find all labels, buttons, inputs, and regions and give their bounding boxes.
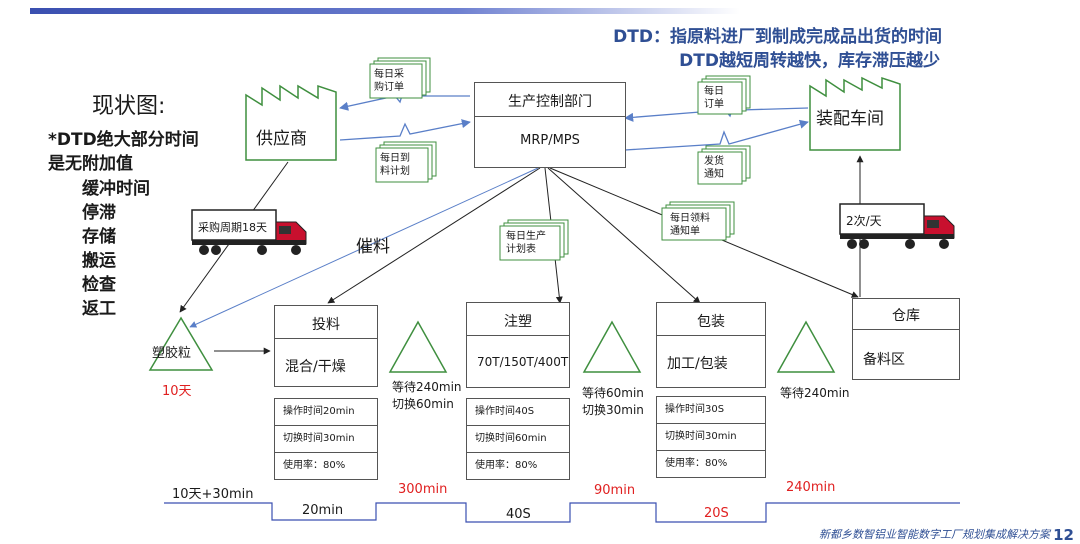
- process-feeding-body: 混合/干燥: [285, 359, 346, 375]
- notes-list: 缓冲时间 停滞 存储 搬运 检查 返工: [82, 177, 150, 321]
- doc-production-plan-label: 每日生产 计划表: [506, 231, 546, 255]
- timeline-start: 10天+30min: [172, 487, 254, 502]
- table-row: 切换时间30min: [275, 426, 377, 453]
- table-row: 使用率：80%: [475, 460, 538, 471]
- flow-supplier-to-control: [339, 119, 471, 141]
- raw-material-days: 10天: [162, 384, 192, 399]
- inventory-triangle-2: [582, 320, 642, 373]
- top-accent-bar: [30, 8, 740, 14]
- process-packing-title: 包装: [697, 314, 725, 330]
- process-molding-title: 注塑: [504, 314, 532, 330]
- box-divider: [475, 116, 625, 117]
- doc-ship-notice-label: 发货 通知: [704, 156, 724, 180]
- process-packing-body: 加工/包装: [667, 356, 728, 372]
- supplier-label: 供应商: [256, 129, 307, 149]
- inventory-triangle-3: [776, 320, 836, 373]
- box-divider: [657, 335, 765, 336]
- doc-arrival-plan-shape: [375, 141, 437, 183]
- arrow-control-to-packing: [547, 167, 701, 304]
- table-row: 切换时间60min: [467, 426, 569, 453]
- table-row: 使用率：80%: [665, 458, 728, 469]
- table-row: 操作时间20min: [275, 399, 377, 426]
- wait-2-line2: 切换30min: [582, 403, 644, 417]
- warehouse-box: 仓库 备料区: [852, 298, 960, 380]
- page-number: 12: [1053, 526, 1074, 544]
- wait-1-line1: 等待240min: [392, 380, 462, 394]
- timeline-t6: 240min: [786, 480, 836, 495]
- timeline-t4: 90min: [594, 483, 636, 498]
- truck-left-shape: [191, 209, 307, 255]
- process-molding-body: 70T/150T/400T: [477, 355, 569, 369]
- box-divider: [467, 335, 569, 336]
- note-item: 存储: [82, 227, 116, 247]
- production-control-body: MRP/MPS: [520, 133, 580, 148]
- warehouse-title: 仓库: [892, 308, 920, 324]
- warehouse-body: 备料区: [863, 352, 905, 368]
- production-control-box: 生产控制部门 MRP/MPS: [474, 82, 626, 168]
- raw-material-triangle: [148, 316, 214, 371]
- process-molding-table: 操作时间40S 切换时间60min 使用率：80%: [466, 398, 570, 480]
- arrow-urge-material: [189, 167, 539, 328]
- flow-control-to-assembly: [624, 119, 809, 151]
- doc-purchase-order-shape: [369, 57, 431, 99]
- notes-heading-2: 是无附加值: [48, 154, 133, 174]
- process-molding-box: 注塑 70T/150T/400T: [466, 302, 570, 388]
- timeline-t1: 20min: [302, 503, 344, 518]
- truck-left-label: 采购周期18天: [198, 221, 267, 234]
- notes-heading-1: *DTD绝大部分时间: [48, 130, 199, 150]
- note-item: 缓冲时间: [82, 179, 150, 199]
- doc-arrival-plan-label: 每日到 料计划: [380, 153, 410, 177]
- table-row: 操作时间40S: [467, 399, 569, 426]
- table-row: 切换时间30min: [657, 424, 765, 451]
- doc-production-plan-shape: [499, 219, 569, 261]
- doc-purchase-order-label: 每日采 购订单: [374, 69, 404, 93]
- timeline-line: [164, 502, 960, 523]
- process-feeding-table: 操作时间20min 切换时间30min 使用率：80%: [274, 398, 378, 480]
- note-item: 检查: [82, 275, 116, 295]
- assembly-factory-shape: [809, 76, 901, 151]
- inventory-triangle-1: [388, 320, 448, 373]
- dtd-definition: DTD：指原料进厂到制成完成品出货的时间: [613, 27, 942, 47]
- doc-daily-order-shape: [697, 75, 751, 115]
- wait-1-line2: 切换60min: [392, 397, 454, 411]
- doc-pick-notice-label: 每日领料 通知单: [670, 213, 710, 237]
- raw-material-label: 塑胶粒: [152, 346, 192, 361]
- note-item: 停滞: [82, 203, 116, 223]
- dtd-summary: DTD越短周转越快，库存滞压越少: [679, 51, 940, 71]
- table-row: 操作时间30S: [657, 397, 765, 424]
- wait-3-line1: 等待240min: [780, 386, 850, 400]
- timeline-t3: 40S: [506, 507, 531, 522]
- doc-ship-notice-shape: [697, 145, 751, 185]
- box-divider: [275, 338, 377, 339]
- production-control-title: 生产控制部门: [508, 94, 592, 110]
- doc-daily-order-label: 每日 订单: [704, 86, 724, 110]
- process-packing-box: 包装 加工/包装: [656, 302, 766, 388]
- timeline-t5: 20S: [704, 506, 729, 521]
- doc-pick-notice-shape: [661, 201, 735, 241]
- truck-right-label: 2次/天: [846, 214, 882, 228]
- truck-right-shape: [839, 203, 955, 249]
- note-item: 返工: [82, 299, 116, 319]
- note-item: 搬运: [82, 251, 116, 271]
- table-row: 使用率：80%: [283, 460, 346, 471]
- process-packing-table: 操作时间30S 切换时间30min 使用率：80%: [656, 396, 766, 478]
- urge-label: 催料: [356, 237, 390, 257]
- arrow-control-to-feeding: [327, 167, 541, 304]
- box-divider: [853, 329, 959, 330]
- supplier-factory-shape: [245, 84, 337, 161]
- timeline-t2: 300min: [398, 482, 448, 497]
- page-title: 现状图:: [92, 94, 166, 119]
- process-feeding-title: 投料: [312, 317, 340, 333]
- process-feeding-box: 投料 混合/干燥: [274, 305, 378, 387]
- wait-2-line1: 等待60min: [582, 386, 644, 400]
- footer-caption: 新都乡数智铝业智能数字工厂规划集成解决方案: [819, 528, 1050, 541]
- assembly-label: 装配车间: [816, 109, 884, 129]
